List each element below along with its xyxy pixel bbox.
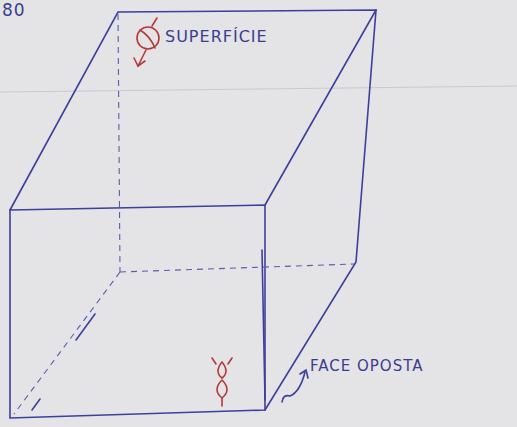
sphere: [137, 27, 159, 49]
stroke: [228, 358, 232, 364]
tick: [76, 314, 95, 340]
red-figure-top: [134, 18, 159, 66]
glass-ticks: [32, 314, 95, 410]
arrow-tail: [152, 18, 157, 26]
hidden-edges: [14, 14, 354, 414]
front-edge-stroke: [262, 250, 265, 400]
hidden-edge: [118, 14, 120, 272]
hidden-edge: [120, 264, 354, 272]
part-label: FACE OPOSTA: [310, 357, 423, 375]
stroke: [212, 358, 216, 364]
loop: [217, 380, 227, 398]
right-face: [265, 10, 376, 410]
tick: [32, 399, 40, 410]
part-label: SUPERFÍCIE: [165, 27, 268, 46]
front-face: [10, 205, 265, 418]
leader-line: [282, 372, 305, 402]
leader-head: [300, 370, 308, 378]
sphere-curve: [140, 30, 155, 48]
cube-edges: [10, 10, 376, 418]
loop: [218, 362, 226, 378]
leader-arrow: [282, 370, 308, 402]
hidden-edge: [14, 272, 120, 414]
arrow-head: [134, 58, 145, 66]
page-number: 80: [2, 0, 26, 20]
red-figure-bottom: [212, 358, 232, 406]
stroke: [221, 398, 223, 406]
top-face: [10, 10, 376, 210]
